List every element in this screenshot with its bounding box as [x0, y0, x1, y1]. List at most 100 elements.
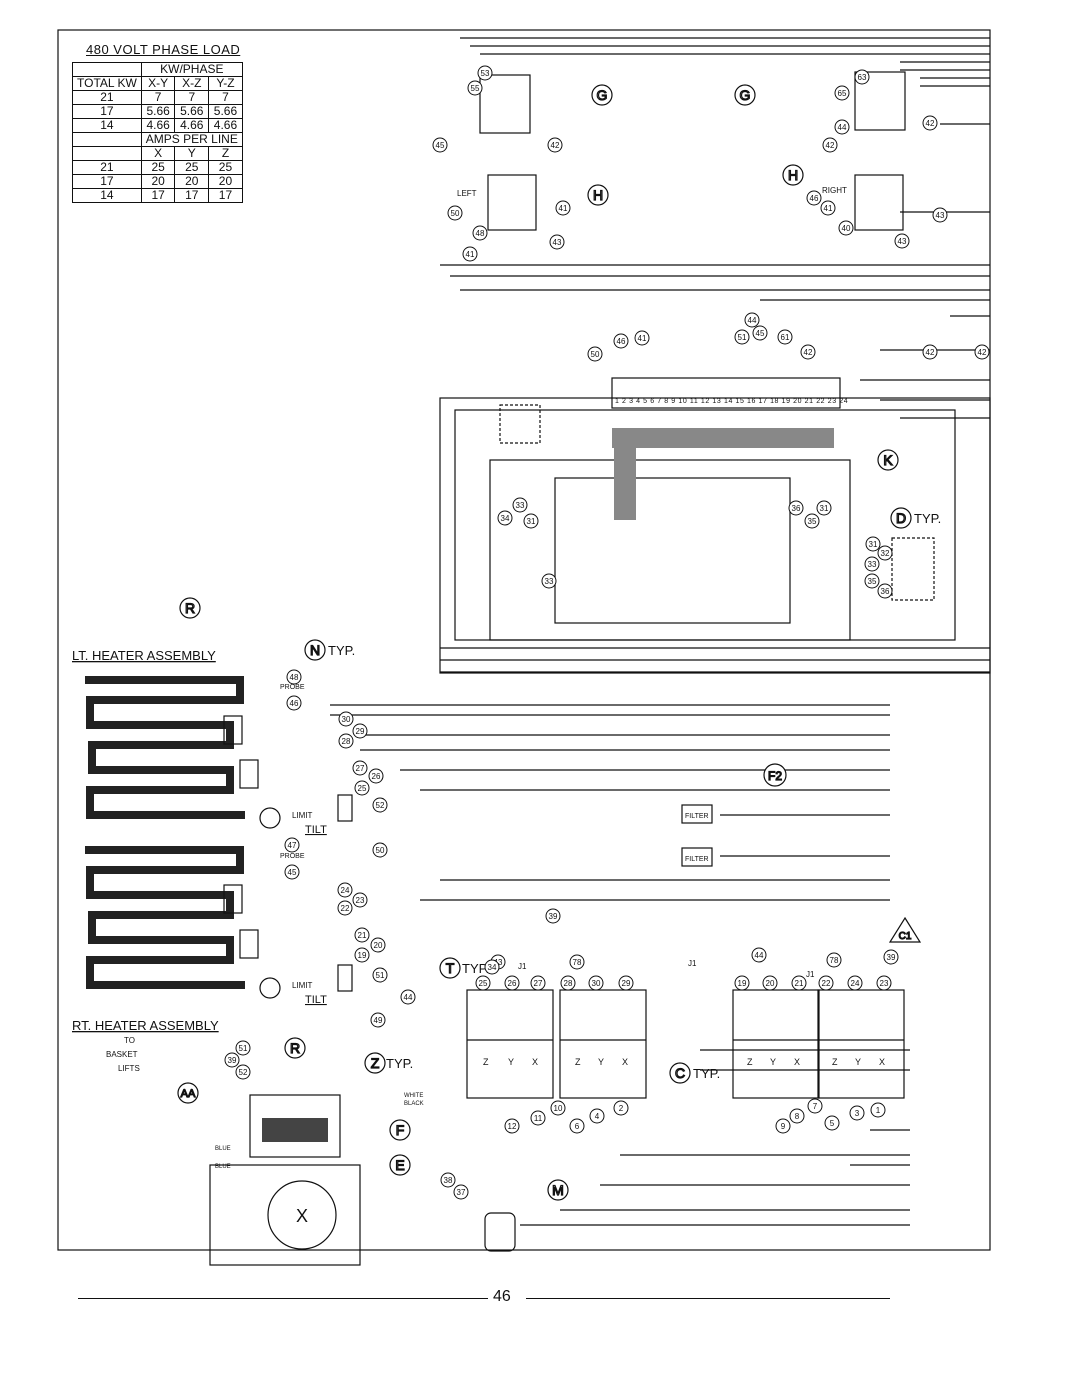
wire-marker-circle: [352, 760, 368, 776]
wire-marker-circle: [818, 975, 834, 991]
wire-marker-circle: [788, 500, 804, 516]
callout-h-right: [782, 164, 804, 186]
wire-number-label: 45: [436, 141, 445, 150]
wire-marker-circle: [354, 927, 370, 943]
wire-number-label: 78: [830, 956, 839, 965]
wire-marker-circle: [338, 711, 354, 727]
relay-h-left: [487, 174, 537, 231]
table-cell: 25: [208, 160, 243, 175]
callout-g-left: [591, 84, 613, 106]
wire-marker-circle: [824, 1115, 840, 1131]
wire-marker-circle: [804, 513, 820, 529]
table-cell: 17: [208, 188, 243, 203]
wire-number-label: 36: [881, 587, 890, 596]
wire-number-label: 12: [508, 1122, 517, 1131]
wire-number-label: 53: [481, 69, 490, 78]
contactor-4-col-y: Y: [855, 1057, 861, 1067]
wire-marker-circle: [550, 1100, 566, 1116]
contactor-3-col-z: Z: [747, 1057, 753, 1067]
table-row: 21 7 7 7: [72, 90, 243, 105]
limit-coil-lower: [259, 977, 281, 999]
wire-marker-circle: [822, 137, 838, 153]
wire-number-label: 48: [476, 229, 485, 238]
connector-ribbon-drop: [614, 440, 636, 520]
wire-marker-circle: [235, 1064, 251, 1080]
wire-number-label: 38: [444, 1176, 453, 1185]
wire-number-label: 35: [868, 577, 877, 586]
callout-k: [877, 449, 899, 471]
wire-number-label: 52: [239, 1068, 248, 1077]
connector-pin-numbers: 1 2 3 4 5 6 7 8 9 10 11 12 13 14 15 16 1…: [615, 398, 848, 405]
table-row: 17 20 20 20: [72, 174, 243, 189]
wire-number-label: 52: [376, 801, 385, 810]
wire-number-label: 39: [228, 1056, 237, 1065]
wire-number-label: 25: [479, 979, 488, 988]
label-to: TO: [124, 1036, 135, 1045]
amps-header: AMPS PER LINE: [140, 132, 243, 147]
filter-box-1: [681, 804, 713, 824]
wire-number-label: 4: [595, 1112, 600, 1121]
wire-number-label: 46: [290, 699, 299, 708]
wire-number-label: 24: [341, 886, 350, 895]
wire-marker-circle: [877, 583, 893, 599]
callout-e-text: E: [395, 1157, 404, 1173]
wire-marker-circle: [440, 1172, 456, 1188]
phase-load-table: KW/PHASE TOTAL KW X-Y X-Z Y-Z 21 7 7 7 1…: [72, 62, 243, 203]
callout-r-top-text: R: [185, 600, 195, 616]
wire-marker-circle: [475, 975, 491, 991]
wire-number-label: 23: [880, 979, 889, 988]
label-j1-left: J1: [518, 962, 527, 971]
wire-marker-circle: [800, 344, 816, 360]
wire-marker-circle: [922, 115, 938, 131]
callout-h-left-text: H: [593, 187, 603, 203]
label-dial-x: X: [296, 1206, 308, 1226]
wire-number-label: 22: [822, 979, 831, 988]
callout-r-bottom: [284, 1037, 306, 1059]
kw-col-header: Y-Z: [208, 76, 243, 91]
wire-number-label: 31: [527, 517, 536, 526]
contactors: [466, 989, 905, 1099]
wire-number-label: 31: [820, 504, 829, 513]
wire-number-label: 51: [239, 1044, 248, 1053]
wire-number-label: 40: [842, 224, 851, 233]
label-probe-lower: PROBE: [280, 853, 305, 860]
contactor-4-col-x: X: [879, 1057, 885, 1067]
callout-d-text: D: [896, 510, 906, 526]
wire-marker-circle: [876, 975, 892, 991]
wire-marker-circle: [235, 1040, 251, 1056]
page-number: 46: [493, 1288, 511, 1305]
wire-number-label: 2: [619, 1104, 624, 1113]
connector-right-plug: [891, 537, 935, 601]
wire-marker-circle: [549, 234, 565, 250]
wire-number-label: 41: [824, 204, 833, 213]
callout-e: [389, 1154, 411, 1176]
wire-marker-circle: [372, 967, 388, 983]
display-window: [554, 477, 791, 624]
bus-lines: [330, 37, 990, 1226]
table-cell: 14: [72, 188, 142, 203]
callout-g-right: [734, 84, 756, 106]
label-typ-n: TYP.: [328, 643, 355, 658]
wire-number-label: 42: [926, 119, 935, 128]
callout-d: [890, 507, 912, 529]
wire-number-label: 61: [781, 333, 790, 342]
wire-marker-circle: [613, 333, 629, 349]
label-basket: BASKET: [106, 1050, 138, 1059]
wire-marker-circle: [777, 329, 793, 345]
wire-marker-circle: [555, 200, 571, 216]
contactor-2-col-y: Y: [598, 1057, 604, 1067]
wire-marker-circle: [816, 500, 832, 516]
power-plug: [484, 1212, 516, 1252]
relay-g-left: [479, 74, 531, 134]
table-cell: 14: [72, 118, 142, 133]
table-cell: 4.66: [140, 118, 176, 133]
il-block-3: [223, 884, 243, 914]
wire-number-label: 48: [290, 673, 299, 682]
label-probe-upper: PROBE: [280, 684, 305, 691]
wire-number-label: 32: [881, 549, 890, 558]
wire-number-label: 36: [792, 504, 801, 513]
contactor-1-col-x: X: [532, 1057, 538, 1067]
wire-number-label: 7: [813, 1102, 818, 1111]
wire-number-label: 30: [592, 979, 601, 988]
